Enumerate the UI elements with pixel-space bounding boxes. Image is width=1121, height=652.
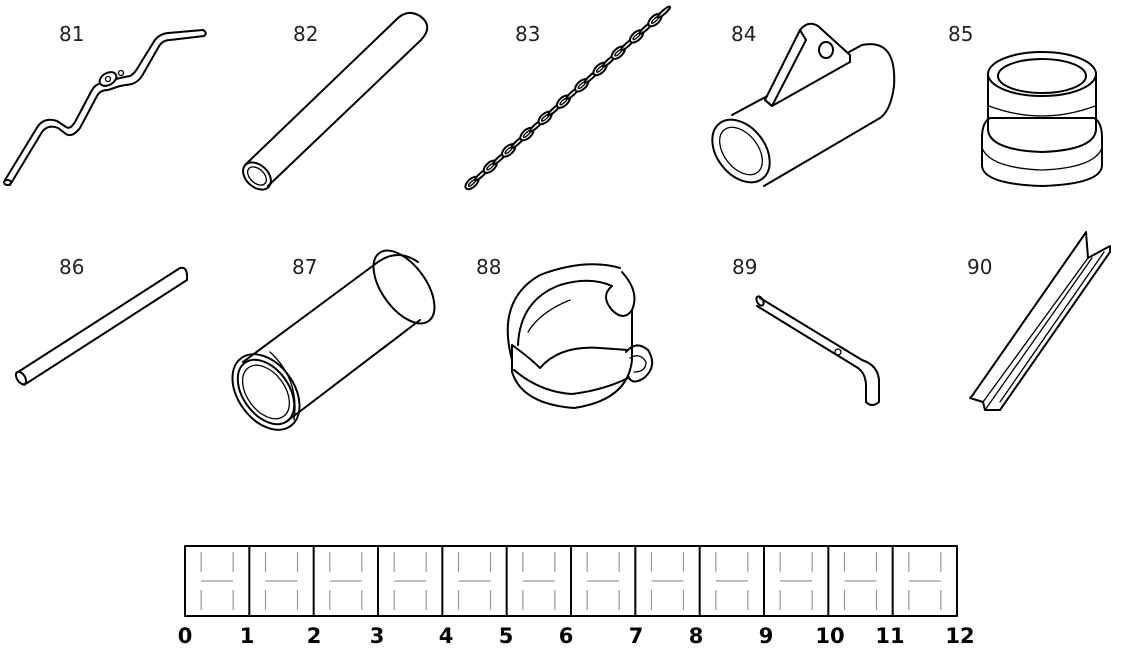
ruler-label-8: 8: [689, 624, 704, 648]
part-label-81: 81: [59, 22, 84, 46]
part-label-86: 86: [59, 255, 84, 279]
curl-bar-icon: [3, 29, 207, 186]
u-channel-icon: [969, 231, 1111, 411]
tube-icon: [242, 12, 429, 191]
ruler-label-0: 0: [178, 624, 193, 648]
ruler-label-11: 11: [875, 624, 904, 648]
ruler-label-7: 7: [629, 624, 644, 648]
ruler-label-3: 3: [370, 624, 385, 648]
ruler-label-5: 5: [499, 624, 514, 648]
end-cap-icon: [981, 51, 1103, 187]
part-label-88: 88: [476, 255, 501, 279]
part-label-90: 90: [967, 255, 992, 279]
ruler-mark: [264, 552, 299, 610]
ruler-mark: [393, 552, 427, 610]
ruler-mark: [779, 552, 813, 610]
tube-with-bracket-icon: [711, 22, 896, 187]
ruler-labels: 0 1 2 3 4 5 6 7 8 9 10 11 12: [178, 624, 975, 648]
rod-icon: [14, 266, 189, 386]
ankle-strap-icon: [506, 263, 654, 409]
ruler-mark: [908, 552, 942, 610]
ruler-mark: [329, 552, 363, 610]
part-label-85: 85: [948, 22, 973, 46]
ruler-label-6: 6: [559, 624, 574, 648]
ruler: [184, 545, 958, 617]
ruler-label-10: 10: [815, 624, 844, 648]
chain-icon: [464, 5, 672, 191]
ruler-label-2: 2: [307, 624, 322, 648]
ruler-mark: [843, 552, 878, 610]
l-pin-icon: [755, 295, 881, 406]
ruler-mark: [200, 552, 234, 610]
chain-link: [656, 5, 672, 19]
ruler-label-4: 4: [439, 624, 454, 648]
part-label-82: 82: [293, 22, 318, 46]
part-label-89: 89: [732, 255, 757, 279]
ruler-mark: [715, 552, 749, 610]
part-label-83: 83: [515, 22, 540, 46]
ruler-mark: [457, 552, 492, 610]
ruler-mark: [586, 552, 620, 610]
ruler-label-12: 12: [945, 624, 974, 648]
ruler-mark: [522, 552, 556, 610]
ruler-mark: [650, 552, 685, 610]
part-label-84: 84: [731, 22, 756, 46]
part-label-87: 87: [292, 255, 317, 279]
foam-grip-icon: [231, 249, 436, 431]
ruler-label-1: 1: [240, 624, 255, 648]
ruler-label-9: 9: [759, 624, 774, 648]
